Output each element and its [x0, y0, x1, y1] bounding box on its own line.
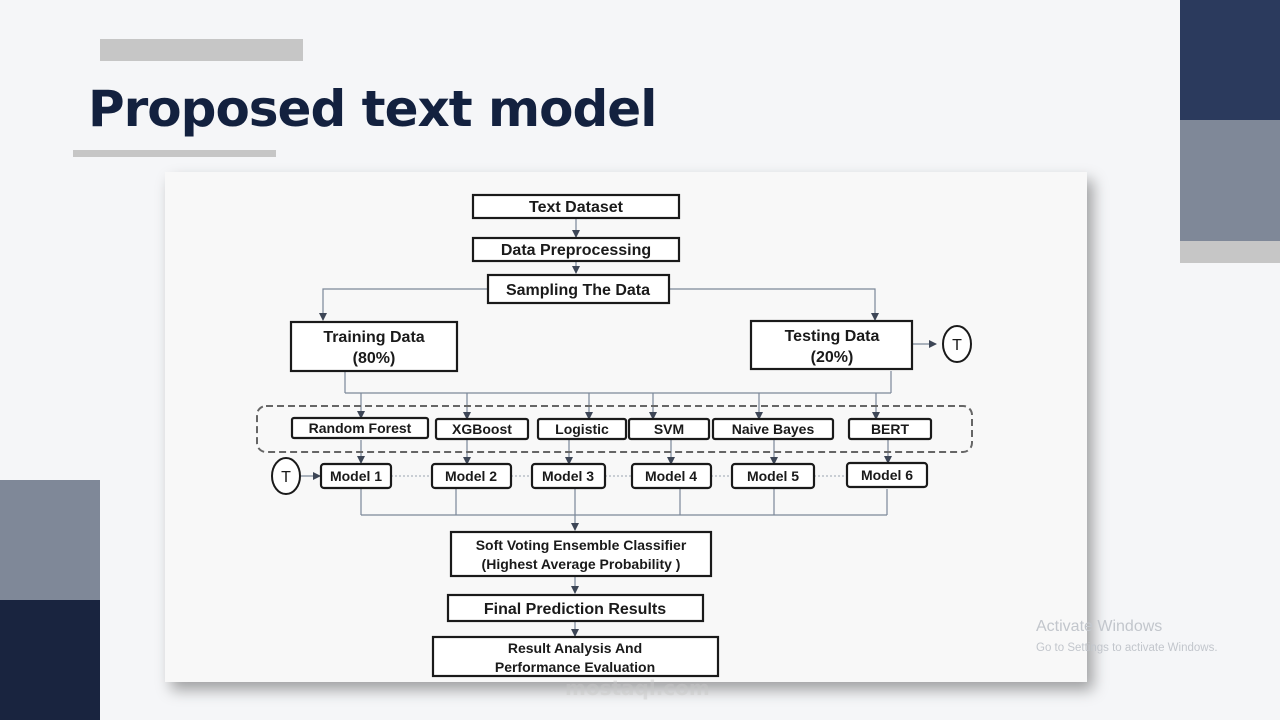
mostaql-watermark-logo: mostaql.com: [565, 676, 710, 700]
sampling-box: Sampling The Data: [486, 273, 671, 305]
watermark-title: Activate Windows: [1036, 618, 1163, 635]
svg-text:Result Analysis And: Result Analysis And: [508, 640, 642, 656]
svg-text:Model 3: Model 3: [542, 468, 594, 484]
evaluation-box: Result Analysis And Performance Evaluati…: [431, 635, 720, 678]
svg-text:Model 4: Model 4: [645, 468, 697, 484]
slide-title: Proposed text model: [88, 80, 657, 138]
watermark-subtitle: Go to Settings to activate Windows.: [1036, 642, 1218, 654]
deco-title-underline: [73, 150, 276, 157]
svg-text:Model 1: Model 1: [330, 468, 382, 484]
algorithm-naive-bayes: Naive Bayes: [711, 417, 835, 441]
flowchart: Text Dataset Data Preprocessing Sampling…: [256, 193, 973, 678]
model-6-box: Model 6: [845, 461, 929, 489]
training-data-box: Training Data (80%): [289, 320, 459, 373]
test-node-left: T: [271, 457, 301, 495]
deco-right-navy-block: [1180, 0, 1280, 120]
model-3-box: Model 3: [530, 462, 607, 490]
svg-text:Final Prediction Results: Final Prediction Results: [484, 601, 666, 618]
svg-text:XGBoost: XGBoost: [452, 421, 512, 437]
deco-right-gray-block: [1180, 241, 1280, 263]
svg-text:Naive Bayes: Naive Bayes: [732, 421, 815, 437]
svg-text:Model 6: Model 6: [861, 467, 913, 483]
svg-text:(Highest Average Probability ): (Highest Average Probability ): [482, 556, 681, 572]
svg-text:(20%): (20%): [811, 349, 854, 366]
svg-text:Sampling The Data: Sampling The Data: [506, 282, 650, 299]
svg-text:Model 5: Model 5: [747, 468, 799, 484]
svg-text:Data Preprocessing: Data Preprocessing: [501, 242, 651, 259]
svg-text:Performance Evaluation: Performance Evaluation: [495, 659, 655, 675]
data-preprocessing-box: Data Preprocessing: [471, 236, 681, 263]
testing-data-box: Testing Data (20%): [749, 319, 914, 371]
svg-text:T: T: [952, 337, 962, 354]
svg-text:Testing Data: Testing Data: [785, 328, 880, 345]
algorithm-xgboost: XGBoost: [434, 417, 530, 441]
deco-right-slate-block: [1180, 120, 1280, 241]
model-1-box: Model 1: [319, 462, 393, 490]
svg-text:Training Data: Training Data: [323, 329, 424, 346]
svg-text:Model 2: Model 2: [445, 468, 497, 484]
svg-text:(80%): (80%): [353, 350, 396, 367]
model-5-box: Model 5: [730, 462, 816, 490]
algorithm-bert: BERT: [847, 417, 933, 441]
algorithm-random-forest: Random Forest: [290, 416, 430, 440]
svg-text:T: T: [281, 469, 291, 486]
svg-text:Soft Voting Ensemble Classifie: Soft Voting Ensemble Classifier: [476, 537, 687, 553]
diagram-figure: Text Dataset Data Preprocessing Sampling…: [165, 172, 1087, 682]
deco-left-navy-block: [0, 600, 100, 720]
svg-text:Logistic: Logistic: [555, 421, 609, 437]
svg-text:SVM: SVM: [654, 421, 684, 437]
final-prediction-box: Final Prediction Results: [446, 593, 705, 623]
svg-text:BERT: BERT: [871, 421, 910, 437]
svg-text:Random Forest: Random Forest: [309, 420, 412, 436]
algorithm-logistic: Logistic: [536, 417, 628, 441]
connectors: [301, 218, 937, 637]
test-node-right: T: [942, 325, 972, 363]
text-dataset-box: Text Dataset: [471, 193, 681, 220]
model-2-box: Model 2: [430, 462, 513, 490]
model-4-box: Model 4: [630, 462, 713, 490]
activation-watermark: Activate Windows Go to Settings to activ…: [1036, 618, 1218, 654]
deco-left-slate-block: [0, 480, 100, 600]
ensemble-classifier-box: Soft Voting Ensemble Classifier (Highest…: [449, 530, 713, 578]
algorithm-svm: SVM: [627, 417, 711, 441]
deco-top-gray-bar: [100, 39, 303, 61]
algorithm-group: [256, 405, 973, 453]
svg-text:Text Dataset: Text Dataset: [529, 199, 624, 216]
